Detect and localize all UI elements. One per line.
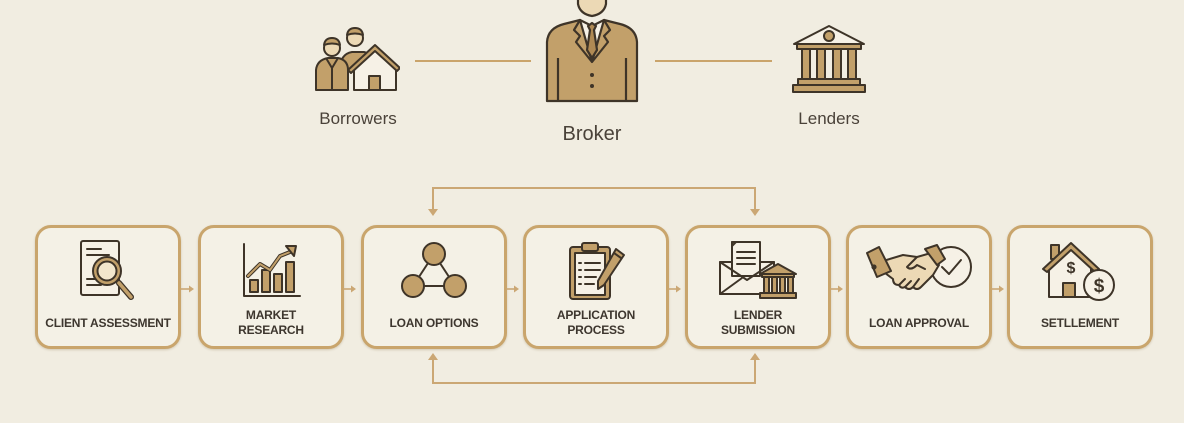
lenders-label: Lenders xyxy=(798,109,860,128)
arrow-right-icon xyxy=(991,285,1004,293)
svg-text:$: $ xyxy=(1094,276,1105,297)
handshake-check-icon xyxy=(866,244,972,290)
arrow-right-icon xyxy=(506,285,519,293)
step-lender-submission[interactable]: LENDER SUBMISSION xyxy=(685,225,831,349)
step-settlement[interactable]: $ $ SETLLEMENT xyxy=(1007,225,1153,349)
broker-person-icon xyxy=(545,0,639,103)
arrow-down-icon xyxy=(428,209,438,216)
step-label: LOAN OPTIONS xyxy=(389,315,479,330)
arrow-right-icon xyxy=(181,285,194,293)
step-label: MARKET RESEARCH xyxy=(238,308,304,337)
step-label: SETLLEMENT xyxy=(1041,315,1119,330)
step-label: APPLICATION PROCESS xyxy=(556,308,636,337)
arrow-right-icon xyxy=(343,285,356,293)
step-client-assessment[interactable]: CLIENT ASSESSMENT xyxy=(35,225,181,349)
arrow-up-icon xyxy=(428,353,438,360)
step-loan-options[interactable]: LOAN OPTIONS xyxy=(361,225,507,349)
house-dollar-icon: $ $ xyxy=(1042,242,1115,301)
arrow-up-icon xyxy=(750,353,760,360)
connector-borrowers-broker xyxy=(415,60,531,62)
envelope-bank-icon xyxy=(719,241,797,299)
document-magnifier-icon xyxy=(80,240,134,300)
step-application-process[interactable]: APPLICATION PROCESS xyxy=(523,225,669,349)
arrow-right-icon xyxy=(830,285,843,293)
arrow-right-icon xyxy=(668,285,681,293)
step-market-research[interactable]: MARKET RESEARCH xyxy=(198,225,344,349)
step-label: LENDER SUBMISSION xyxy=(720,308,795,337)
connector-broker-lenders xyxy=(655,60,772,62)
borrowers-label: Borrowers xyxy=(319,109,397,128)
broker-label: Broker xyxy=(562,123,622,145)
bank-building-icon xyxy=(792,25,866,93)
bar-chart-trend-icon xyxy=(243,243,301,297)
svg-text:$: $ xyxy=(1067,260,1076,277)
step-label: CLIENT ASSESSMENT xyxy=(45,315,171,330)
step-loan-approval[interactable]: LOAN APPROVAL xyxy=(846,225,992,349)
arrow-down-icon xyxy=(750,209,760,216)
network-nodes-icon xyxy=(401,242,467,298)
step-label: LOAN APPROVAL xyxy=(868,315,970,330)
clipboard-pen-icon xyxy=(569,242,625,300)
borrowers-house-icon xyxy=(315,27,400,91)
